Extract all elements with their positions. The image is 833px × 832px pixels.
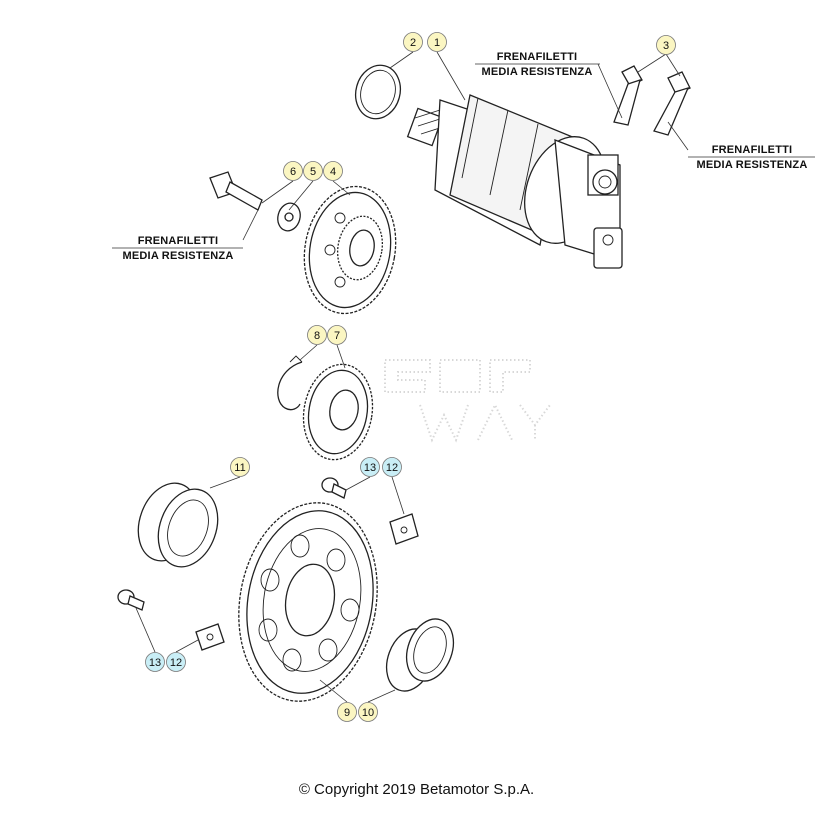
- note-top: FRENAFILETTI MEDIA RESISTENZA: [475, 51, 600, 78]
- starter-gear-9: [238, 502, 378, 702]
- svg-text:9: 9: [344, 707, 350, 719]
- svg-text:2: 2: [410, 37, 416, 49]
- callout-12-lower: 12: [166, 652, 186, 672]
- bushing-10: [385, 618, 455, 692]
- svg-text:MEDIA RESISTENZA: MEDIA RESISTENZA: [482, 66, 593, 78]
- svg-text:6: 6: [290, 166, 296, 178]
- callout-4: 4: [323, 161, 343, 181]
- washer-5: [277, 202, 301, 232]
- callout-12-upper: 12: [382, 457, 402, 477]
- screw-13-upper: [321, 477, 347, 499]
- svg-text:11: 11: [234, 462, 245, 474]
- o-ring: [354, 64, 402, 120]
- callout-10: 10: [358, 702, 378, 722]
- svg-text:FRENAFILETTI: FRENAFILETTI: [138, 235, 219, 247]
- callout-6: 6: [283, 161, 303, 181]
- watermark: [384, 359, 551, 443]
- plate-12-upper: [389, 513, 419, 545]
- callout-5: 5: [303, 161, 323, 181]
- svg-text:10: 10: [362, 707, 374, 719]
- svg-text:12: 12: [386, 462, 398, 474]
- svg-text:7: 7: [334, 330, 340, 342]
- copyright-notice: © Copyright 2019 Betamotor S.p.A.: [298, 781, 535, 798]
- leader-lines: [135, 51, 689, 703]
- starter-motor: [406, 94, 623, 269]
- bolt-3b: [653, 71, 691, 136]
- callout-9: 9: [337, 702, 357, 722]
- svg-text:FRENAFILETTI: FRENAFILETTI: [497, 51, 578, 63]
- callout-2: 2: [403, 32, 423, 52]
- note-right: FRENAFILETTI MEDIA RESISTENZA: [688, 144, 815, 171]
- bolt-6: [209, 171, 263, 211]
- callout-7: 7: [327, 325, 347, 345]
- svg-text:8: 8: [314, 330, 320, 342]
- note-left: FRENAFILETTI MEDIA RESISTENZA: [112, 235, 243, 262]
- svg-text:1: 1: [434, 37, 440, 49]
- callout-3: 3: [656, 35, 676, 55]
- svg-text:5: 5: [310, 166, 316, 178]
- plate-12-lower: [195, 623, 225, 651]
- reduction-gear-7: [302, 363, 374, 461]
- svg-text:MEDIA RESISTENZA: MEDIA RESISTENZA: [697, 159, 808, 171]
- callout-11: 11: [230, 457, 250, 477]
- bolt-3a: [613, 65, 643, 126]
- svg-text:MEDIA RESISTENZA: MEDIA RESISTENZA: [123, 250, 234, 262]
- callout-1: 1: [427, 32, 447, 52]
- svg-text:13: 13: [364, 462, 376, 474]
- circlip-8: [277, 355, 303, 411]
- svg-text:12: 12: [170, 657, 182, 669]
- svg-text:FRENAFILETTI: FRENAFILETTI: [712, 144, 793, 156]
- svg-text:3: 3: [663, 40, 669, 52]
- callout-13-upper: 13: [360, 457, 380, 477]
- svg-text:13: 13: [149, 657, 161, 669]
- bearing-11: [137, 482, 219, 568]
- idler-gear-4: [303, 185, 397, 315]
- callout-8: 8: [307, 325, 327, 345]
- svg-text:4: 4: [330, 166, 336, 178]
- callout-13-lower: 13: [145, 652, 165, 672]
- screw-13-lower: [117, 589, 145, 611]
